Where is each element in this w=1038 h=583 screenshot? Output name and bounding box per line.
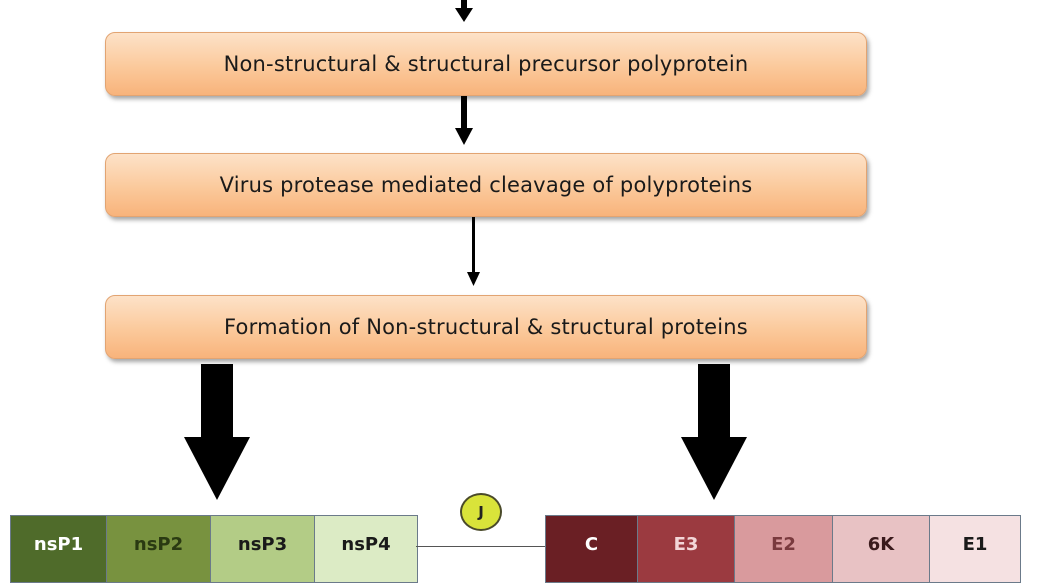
big-arrow-left: [184, 364, 250, 500]
segment-c: C: [546, 516, 638, 582]
segment-nsp2: nsP2: [107, 516, 211, 582]
segment-nsp4: nsP4: [315, 516, 417, 582]
segment-e2: E2: [735, 516, 833, 582]
segment-nsp1: nsP1: [11, 516, 107, 582]
junction-label: J: [478, 503, 484, 521]
step-label: Formation of Non-structural & structural…: [224, 315, 748, 339]
step-protein-formation: Formation of Non-structural & structural…: [105, 295, 867, 359]
step-label: Non-structural & structural precursor po…: [223, 52, 749, 76]
big-arrow-right: [681, 364, 747, 500]
step-protease-cleavage: Virus protease mediated cleavage of poly…: [105, 153, 867, 217]
thin-arrow-1: [455, 96, 473, 145]
junction-circle: J: [460, 493, 502, 531]
segment-e1: E1: [930, 516, 1020, 582]
step-label: Virus protease mediated cleavage of poly…: [219, 173, 753, 197]
segment-nsp3: nsP3: [211, 516, 315, 582]
segment-6k: 6K: [833, 516, 930, 582]
thin-arrow-2: [467, 216, 480, 286]
step-precursor-polyprotein: Non-structural & structural precursor po…: [105, 32, 867, 96]
thin-arrow-top: [455, 0, 473, 22]
segment-e3: E3: [638, 516, 735, 582]
junction-connector-line: [416, 546, 545, 547]
